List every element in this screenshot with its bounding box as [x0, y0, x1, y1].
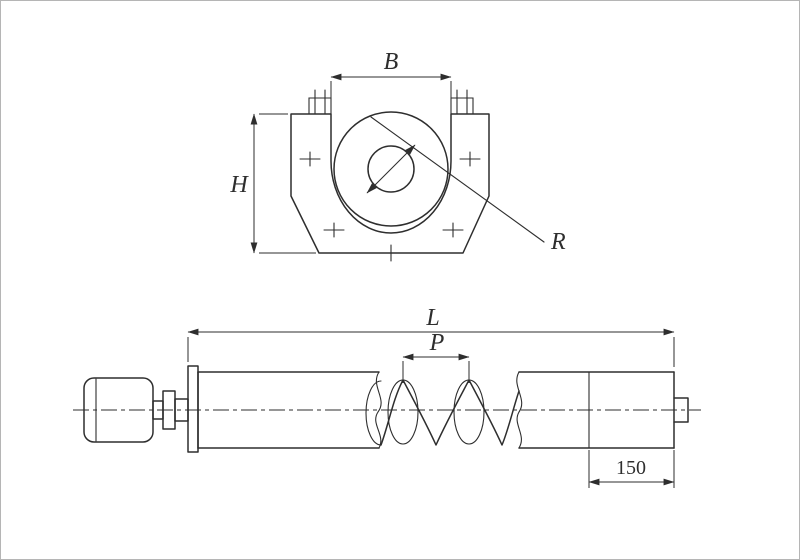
- bolt-tab-left-outline: [308, 97, 332, 115]
- bolt-tab-right: [450, 89, 474, 115]
- flight-edge: [402, 379, 419, 445]
- flight-edge: [468, 379, 485, 445]
- break-line-right: [516, 371, 523, 449]
- dimension-150: 150: [588, 450, 675, 488]
- break-line-left: [375, 371, 382, 449]
- dimension-H: H: [229, 113, 316, 254]
- dimension-P-label: P: [429, 330, 445, 356]
- helix-curve: [380, 379, 520, 446]
- side-view: L P 150: [73, 305, 701, 488]
- center-marks: [299, 151, 481, 262]
- dimension-150-label: 150: [616, 457, 646, 479]
- dimension-H-label: H: [229, 172, 249, 198]
- conveyor-tube: [197, 371, 689, 449]
- shaft-diameter-line: [366, 144, 416, 194]
- coupling-assembly: [152, 365, 199, 453]
- screw-auger: [365, 379, 520, 446]
- bolt-tab-right-outline: [450, 97, 474, 115]
- flight-edge: [453, 379, 470, 445]
- dimension-L: L: [187, 305, 675, 367]
- cross-section-view: R B H: [229, 49, 566, 262]
- bolt-tab-left: [308, 89, 332, 115]
- dimension-P: P: [402, 330, 470, 383]
- flight-edge-partial: [365, 380, 382, 446]
- end-flange: [187, 365, 199, 453]
- dimension-B: B: [330, 49, 452, 107]
- right-stub-shaft: [673, 397, 689, 423]
- dimension-B-label: B: [384, 49, 399, 75]
- dimension-R-label: R: [550, 229, 566, 255]
- flight-edge: [387, 379, 404, 445]
- dimension-L-label: L: [425, 305, 439, 331]
- radius-leader-line: [370, 116, 545, 243]
- bore-circle: [333, 111, 449, 227]
- trough-outline: [290, 113, 490, 254]
